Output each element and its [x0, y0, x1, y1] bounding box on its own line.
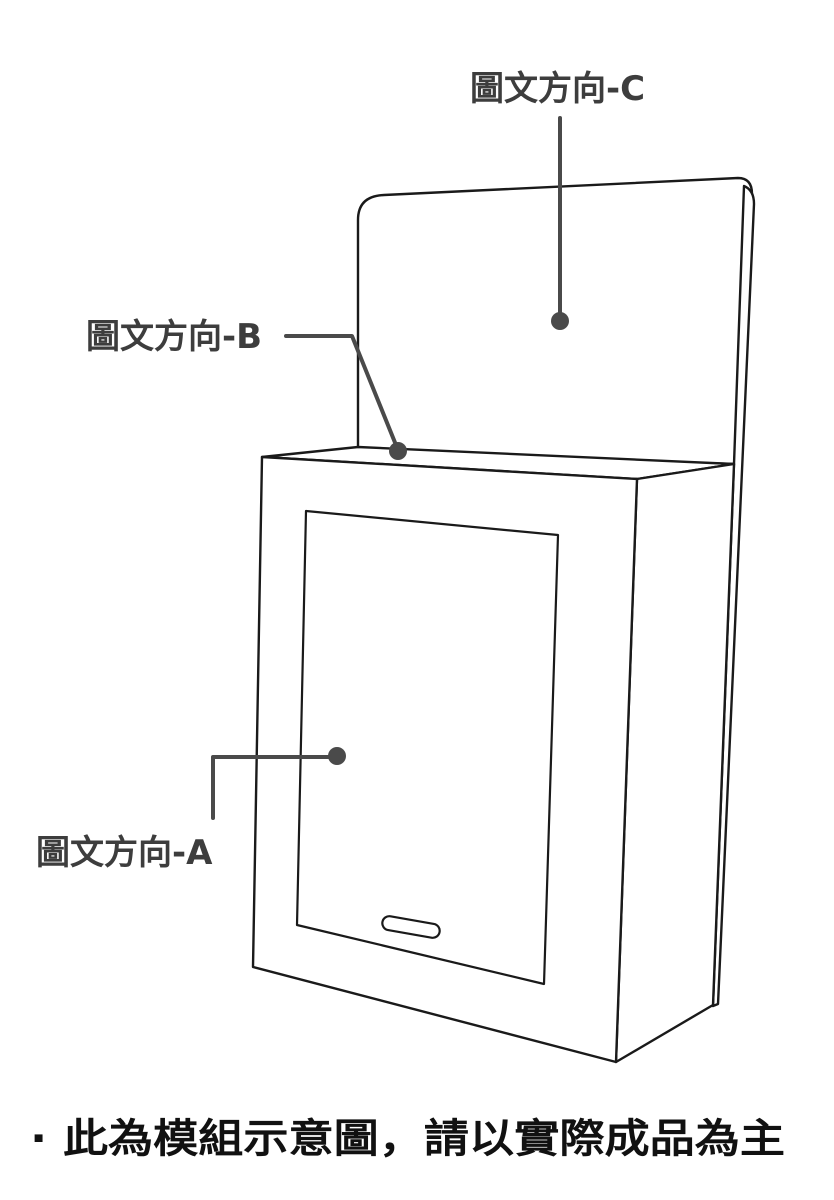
marker-dot-b [389, 442, 407, 460]
front-slot [381, 915, 441, 939]
box-front-face [251, 455, 639, 1064]
label-direction-a: 圖文方向-A [36, 833, 213, 873]
back-panel-side-edge [711, 184, 756, 1008]
marker-dot-c [551, 312, 569, 330]
marker-dot-a [328, 747, 346, 765]
label-direction-c: 圖文方向-C [470, 69, 645, 109]
footer-disclaimer: · 此為模組示意圖，請以實際成品為主 [30, 1116, 785, 1162]
leader-line-a [211, 755, 338, 820]
leader-line-b [284, 334, 400, 452]
front-window-panel [295, 509, 560, 986]
label-direction-b: 圖文方向-B [86, 317, 262, 357]
